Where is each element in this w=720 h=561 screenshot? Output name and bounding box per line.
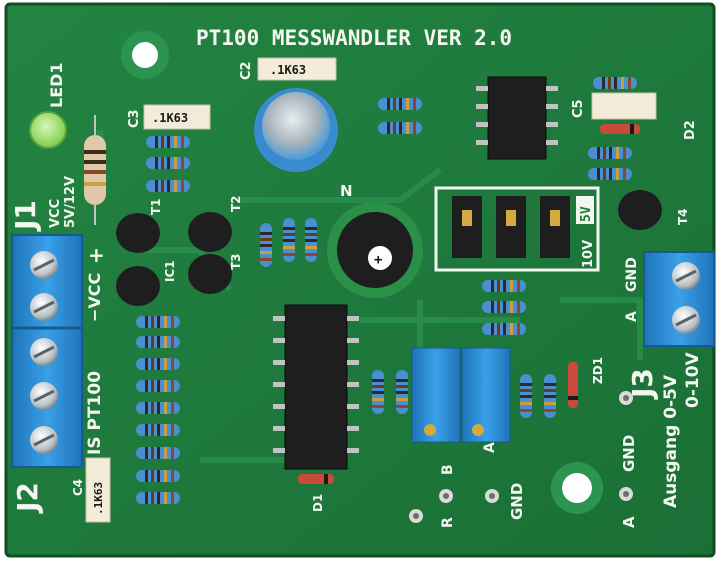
c4-label: C4 [71, 479, 85, 496]
a-top-label: A [624, 311, 640, 322]
j1-label: J1 [9, 200, 42, 232]
t2-label: T2 [229, 195, 243, 212]
terminal-screw [30, 382, 58, 410]
trim-pot-b[interactable] [411, 347, 461, 443]
resistor-group-center-right [482, 280, 526, 335]
gnd-bottom-label: GND [508, 483, 526, 520]
vcc-voltage-label: 5V/12V [63, 176, 78, 228]
test-pad[interactable] [619, 487, 633, 501]
main-ic-dip14 [273, 304, 359, 470]
jumper-1[interactable] [452, 196, 482, 258]
test-pad[interactable] [619, 391, 633, 405]
terminal-screw [30, 426, 58, 454]
resistor-column-left [136, 316, 180, 504]
mounting-hole-bottom [551, 462, 603, 514]
n-label: N [340, 182, 353, 200]
power-resistor [84, 115, 106, 225]
r-pad-label: R [440, 517, 456, 528]
c5-label: C5 [571, 99, 586, 118]
c2-marking: .1K63 [270, 63, 306, 77]
jumper-2[interactable] [496, 196, 526, 258]
transistor-t1 [116, 213, 160, 253]
a-bottom-label: A [620, 516, 638, 528]
a-pad-label: A [482, 442, 498, 453]
resistor-group-middle [260, 218, 317, 267]
svg-text:+: + [374, 252, 382, 268]
capacitor-c4: .1K63 [85, 457, 111, 523]
led1 [29, 111, 67, 149]
resistor-top-right [593, 77, 637, 89]
led1-label: LED1 [47, 62, 66, 108]
test-pad[interactable] [409, 509, 423, 523]
output-range-label: Ausgang 0-5V [661, 374, 681, 508]
terminal-screw [30, 293, 58, 321]
test-pad[interactable] [439, 489, 453, 503]
jumper-5v-label: 5V [579, 206, 594, 222]
transistor-t2 [188, 212, 232, 252]
c3-label: C3 [127, 109, 142, 128]
plus-label: + [88, 243, 105, 267]
t4-label: T4 [676, 208, 690, 225]
is-pt100-label: IS PT100 [85, 371, 105, 455]
vcc-label: VCC [48, 199, 63, 228]
zener-diode-zd1 [568, 362, 578, 408]
diode-d1 [298, 474, 334, 484]
gnd-a-label: GND [624, 257, 640, 292]
terminal-screw [672, 306, 700, 334]
t1-label: T1 [149, 198, 163, 215]
trim-pot-a[interactable] [461, 347, 511, 443]
transistor-t4 [618, 190, 662, 230]
terminal-block-j3 [643, 251, 715, 347]
trimmer-potentiometer[interactable]: + [327, 202, 423, 298]
diode-d2 [600, 124, 640, 134]
board-title: PT100 MESSWANDLER VER 2.0 [196, 26, 512, 50]
c4-marking: .1K63 [92, 482, 105, 515]
electrolytic-capacitor [254, 88, 338, 172]
jumper-area: 5V 10V [434, 186, 600, 272]
opamp-dip8 [476, 76, 558, 160]
terminal-screw [30, 251, 58, 279]
jumper-3[interactable] [540, 196, 570, 258]
test-pad[interactable] [485, 489, 499, 503]
regulator-ic1 [116, 266, 160, 306]
jumper-10v-label: 10V [581, 240, 596, 268]
gnd-right-label: GND [620, 435, 638, 472]
terminal-screw [672, 262, 700, 290]
t3-label: T3 [229, 253, 243, 270]
mounting-hole-top [121, 31, 169, 79]
ic1-label: IC1 [163, 260, 177, 282]
terminal-block-j1-j2 [11, 234, 83, 468]
transistor-t3 [188, 254, 232, 294]
capacitor-c2-film: .1K63 [257, 57, 337, 81]
capacitor-c3: .1K63 [143, 104, 211, 130]
capacitor-c5 [591, 92, 657, 120]
d2-label: D2 [683, 120, 698, 140]
output-range-label-2: 0-10V [683, 351, 703, 408]
b-pad-label: B [440, 464, 456, 475]
d1-label: D1 [311, 494, 325, 512]
c2-label: C2 [239, 61, 254, 80]
resistor-group-top-left [146, 136, 190, 192]
c3-marking: .1K63 [152, 111, 188, 125]
j2-label: J2 [11, 482, 44, 514]
minus-vcc-label: −VCC [85, 273, 104, 322]
terminal-screw [30, 338, 58, 366]
zd1-label: ZD1 [591, 357, 605, 384]
